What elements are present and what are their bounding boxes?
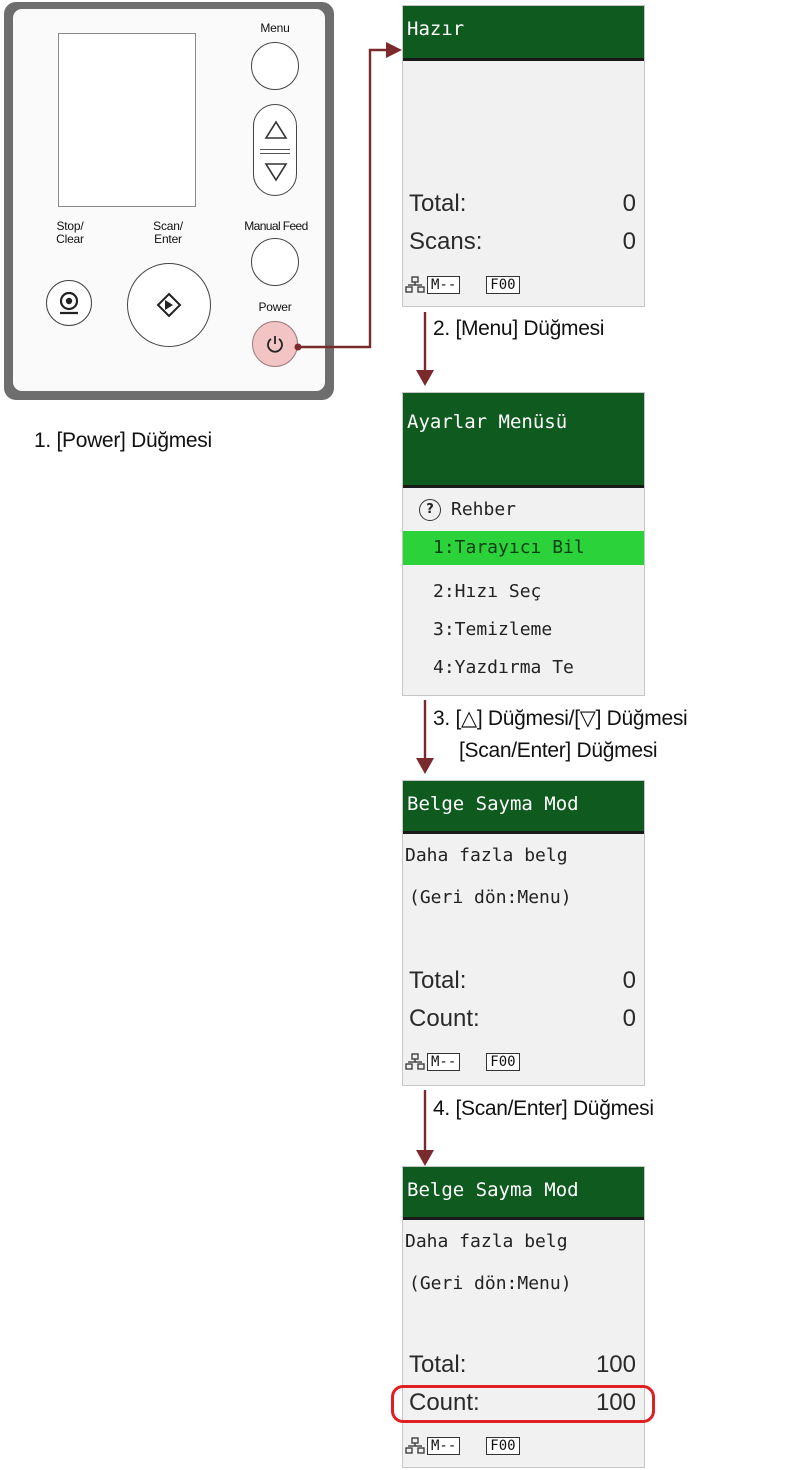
function-indicator: F00 bbox=[486, 276, 520, 294]
power-button-label: Power bbox=[258, 300, 292, 314]
menu-item-2[interactable]: 2:Hızı Seç bbox=[433, 581, 542, 602]
scan-enter-button[interactable] bbox=[127, 263, 211, 347]
lcd-header: Hazır bbox=[403, 6, 644, 58]
count-label: Count: bbox=[409, 1389, 480, 1416]
status-bar: M-- F00 bbox=[405, 1053, 520, 1071]
scans-row: Scans: 0 bbox=[409, 228, 636, 256]
status-bar: M-- F00 bbox=[405, 1437, 520, 1455]
total-value: 100 bbox=[595, 1351, 636, 1378]
function-indicator: F00 bbox=[486, 1437, 520, 1455]
count-value: 100 bbox=[595, 1389, 636, 1416]
count-row: Count: 100 bbox=[409, 1389, 636, 1417]
stop-icon bbox=[59, 291, 79, 315]
status-bar: M-- F00 bbox=[405, 276, 520, 294]
step-3-label-line1: 3. [△] Düğmesi/[▽] Düğmesi bbox=[433, 707, 688, 730]
scan-enter-label: Scan/ Enter bbox=[153, 219, 183, 246]
up-arrow-icon[interactable] bbox=[264, 119, 288, 141]
count-value: 0 bbox=[622, 1005, 636, 1032]
panel-lcd-screen bbox=[58, 33, 196, 207]
menu-button-label: Menu bbox=[260, 21, 290, 35]
network-icon bbox=[405, 1053, 425, 1070]
total-row: Total: 100 bbox=[409, 1351, 636, 1379]
mode-indicator: M-- bbox=[427, 1437, 461, 1455]
step-3-label-line2: [Scan/Enter] Düğmesi bbox=[459, 739, 658, 762]
total-label: Total: bbox=[409, 967, 467, 994]
total-value: 0 bbox=[622, 190, 636, 217]
manual-feed-label: Manual Feed bbox=[244, 219, 308, 233]
total-row: Total: 0 bbox=[409, 967, 636, 995]
menu-item-4[interactable]: 4:Yazdırma Te bbox=[433, 657, 574, 678]
step-4-label: 4. [Scan/Enter] Düğmesi bbox=[433, 1097, 654, 1120]
step-1-label: 1. [Power] Düğmesi bbox=[34, 429, 212, 452]
message-line-2: (Geri dön:Menu) bbox=[409, 887, 572, 908]
start-icon bbox=[156, 292, 182, 318]
scans-label: Scans: bbox=[409, 228, 483, 255]
lcd-header: Belge Sayma Mod bbox=[403, 781, 644, 831]
lcd-screen-ready: Hazır Total: 0 Scans: 0 M-- F00 bbox=[402, 5, 645, 307]
function-indicator: F00 bbox=[486, 1053, 520, 1071]
lcd-header: Ayarlar Menüsü bbox=[403, 393, 644, 485]
total-label: Total: bbox=[409, 1351, 467, 1378]
total-label: Total: bbox=[409, 190, 467, 217]
stop-clear-button[interactable] bbox=[46, 280, 92, 326]
count-highlight-ring bbox=[391, 1385, 655, 1423]
lcd-header: Belge Sayma Mod bbox=[403, 1167, 644, 1217]
total-value: 0 bbox=[622, 967, 636, 994]
power-icon bbox=[267, 336, 283, 353]
count-label: Count: bbox=[409, 1005, 480, 1032]
menu-item-3[interactable]: 3:Temizleme bbox=[433, 619, 553, 640]
message-line-1: Daha fazla belg bbox=[405, 1231, 568, 1252]
lcd-screen-count-result: Belge Sayma Mod Daha fazla belg (Geri dö… bbox=[402, 1166, 645, 1468]
lcd-screen-menu: Ayarlar Menüsü ? Rehber 1:Tarayıcı Bil 2… bbox=[402, 392, 645, 696]
help-icon: ? bbox=[419, 499, 441, 521]
mode-indicator: M-- bbox=[427, 1053, 461, 1071]
lcd-screen-count-initial: Belge Sayma Mod Daha fazla belg (Geri dö… bbox=[402, 780, 645, 1086]
network-icon bbox=[405, 276, 425, 293]
stop-clear-label: Stop/ Clear bbox=[56, 219, 84, 246]
total-row: Total: 0 bbox=[409, 190, 636, 218]
up-down-button-pill bbox=[253, 104, 297, 196]
scans-value: 0 bbox=[622, 228, 636, 255]
mode-indicator: M-- bbox=[427, 276, 461, 294]
step-2-label: 2. [Menu] Düğmesi bbox=[433, 317, 605, 340]
message-line-1: Daha fazla belg bbox=[405, 845, 568, 866]
guide-row[interactable]: ? Rehber bbox=[403, 493, 644, 527]
message-line-2: (Geri dön:Menu) bbox=[409, 1273, 572, 1294]
manual-feed-button[interactable] bbox=[251, 238, 299, 286]
menu-button[interactable] bbox=[251, 42, 299, 90]
menu-item-1[interactable]: 1:Tarayıcı Bil bbox=[403, 531, 644, 565]
down-arrow-icon[interactable] bbox=[264, 161, 288, 183]
network-icon bbox=[405, 1437, 425, 1454]
guide-label: Rehber bbox=[451, 499, 517, 520]
count-row: Count: 0 bbox=[409, 1005, 636, 1033]
power-button[interactable] bbox=[252, 321, 298, 367]
